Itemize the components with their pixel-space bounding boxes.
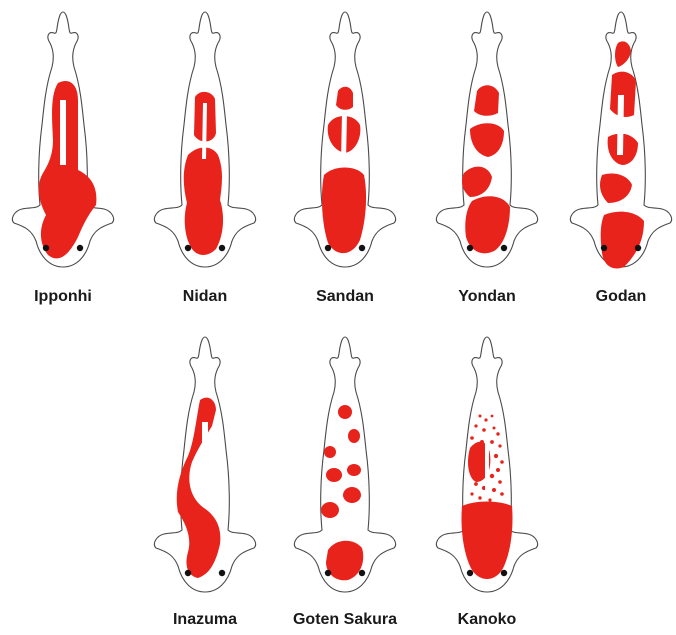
label-yondan: Yondan — [417, 287, 557, 307]
koi-nidan — [150, 5, 260, 280]
koi-kanoko-illustration — [432, 330, 542, 600]
koi-nidan-illustration — [150, 5, 260, 275]
eye-icon — [501, 245, 507, 251]
eye-icon — [467, 570, 473, 576]
koi-inazuma — [150, 330, 260, 605]
koi-ipponhi-illustration — [8, 5, 118, 275]
eye-icon — [43, 245, 49, 251]
eye-icon — [325, 245, 331, 251]
koi-godan-illustration — [566, 5, 676, 275]
koi-ipponhi — [8, 5, 118, 280]
koi-godan — [566, 5, 676, 280]
eye-icon — [185, 245, 191, 251]
koi-goten-sakura-illustration — [290, 330, 400, 600]
eye-icon — [601, 245, 607, 251]
eye-icon — [77, 245, 83, 251]
eye-icon — [185, 570, 191, 576]
koi-yondan-illustration — [432, 5, 542, 275]
label-kanoko: Kanoko — [417, 610, 557, 630]
label-goten-sakura: Goten Sakura — [275, 610, 415, 630]
eye-icon — [325, 570, 331, 576]
koi-goten-sakura — [290, 330, 400, 605]
eye-icon — [501, 570, 507, 576]
koi-kanoko — [432, 330, 542, 605]
label-godan: Godan — [551, 287, 676, 307]
label-ipponhi: Ipponhi — [0, 287, 133, 307]
koi-inazuma-illustration — [150, 330, 260, 600]
eye-icon — [219, 245, 225, 251]
koi-yondan — [432, 5, 542, 280]
label-sandan: Sandan — [275, 287, 415, 307]
eye-icon — [635, 245, 641, 251]
eye-icon — [359, 245, 365, 251]
eye-icon — [219, 570, 225, 576]
label-nidan: Nidan — [135, 287, 275, 307]
eye-icon — [359, 570, 365, 576]
eye-icon — [467, 245, 473, 251]
koi-sandan — [290, 5, 400, 280]
label-inazuma: Inazuma — [135, 610, 275, 630]
koi-sandan-illustration — [290, 5, 400, 275]
